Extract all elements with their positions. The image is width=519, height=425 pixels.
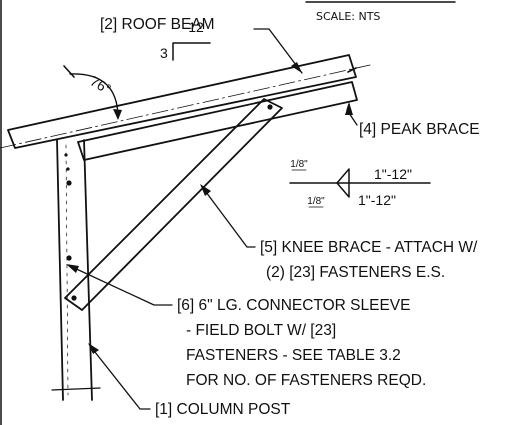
bolt-hole	[267, 104, 273, 110]
callout-sleeve-line1: [6] 6" LG. CONNECTOR SLEEVE	[177, 297, 410, 314]
callout-sleeve-line3: FASTENERS - SEE TABLE 3.2	[186, 347, 401, 364]
callout-sleeve-line2: - FIELD BOLT W/ [23]	[186, 322, 336, 339]
callout-sleeve-line4: FOR NO. OF FASTENERS REQD.	[186, 372, 426, 389]
slope-indicator: 12 3	[160, 19, 211, 61]
leader-lines	[66, 28, 358, 410]
weld-size-top: 1/8"	[290, 159, 308, 170]
bolt-hole	[66, 255, 72, 261]
weld-symbol: 1/8" 1"-12" 1/8" 1"-12"	[289, 159, 431, 208]
roof-beam	[0, 54, 371, 149]
callout-column-post: [1] COLUMN POST	[155, 401, 291, 418]
centerline	[0, 64, 371, 149]
weld-length-bottom: 1"-12"	[358, 192, 396, 208]
bolt-hole	[71, 295, 77, 301]
callout-peak-brace: [4] PEAK BRACE	[359, 121, 480, 138]
callout-knee-brace-line2: (2) [23] FASTENERS E.S.	[266, 264, 445, 281]
bolt-hole	[66, 180, 72, 186]
weld-size-bottom: 1/8"	[307, 196, 325, 207]
slope-run: 12	[188, 19, 204, 35]
callout-knee-brace-line1: [5] KNEE BRACE - ATTACH W/	[260, 239, 478, 256]
callout-roof-beam: [2] ROOF BEAM	[100, 16, 215, 33]
break-line	[51, 387, 101, 391]
knee-brace	[64, 98, 283, 311]
weld-length-top: 1"-12"	[374, 166, 412, 182]
slope-rise: 3	[160, 45, 168, 61]
column-post	[51, 139, 101, 401]
scale-note: SCALE: NTS	[316, 10, 380, 23]
